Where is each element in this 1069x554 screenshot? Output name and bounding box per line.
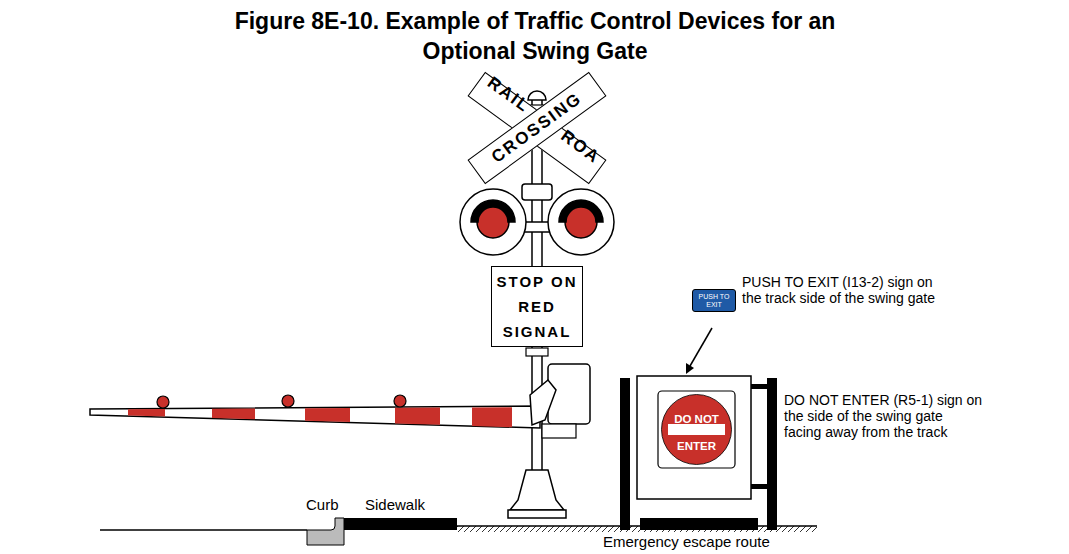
sign-text: PUSH TO EXIT	[696, 293, 732, 309]
sign-text: STOP ON RED SIGNAL	[496, 269, 578, 344]
part-label: Curb	[306, 496, 356, 513]
callout-text: PUSH TO EXIT (I13-2) sign on the track s…	[742, 274, 942, 306]
regulatory-sign: STOP ON RED SIGNAL	[491, 266, 583, 347]
push-to-exit-sign: PUSH TO EXIT	[692, 289, 736, 312]
part-label: Emergency escape route	[603, 533, 803, 550]
part-label: Sidewalk	[365, 496, 455, 513]
sign-text: DO NOT ENTER	[666, 406, 727, 460]
callout-text: DO NOT ENTER (R5-1) sign on the side of …	[784, 392, 984, 440]
figure-title: Figure 8E-10. Example of Traffic Control…	[230, 6, 840, 66]
do-not-enter-sign: DO NOT ENTER	[664, 404, 729, 462]
